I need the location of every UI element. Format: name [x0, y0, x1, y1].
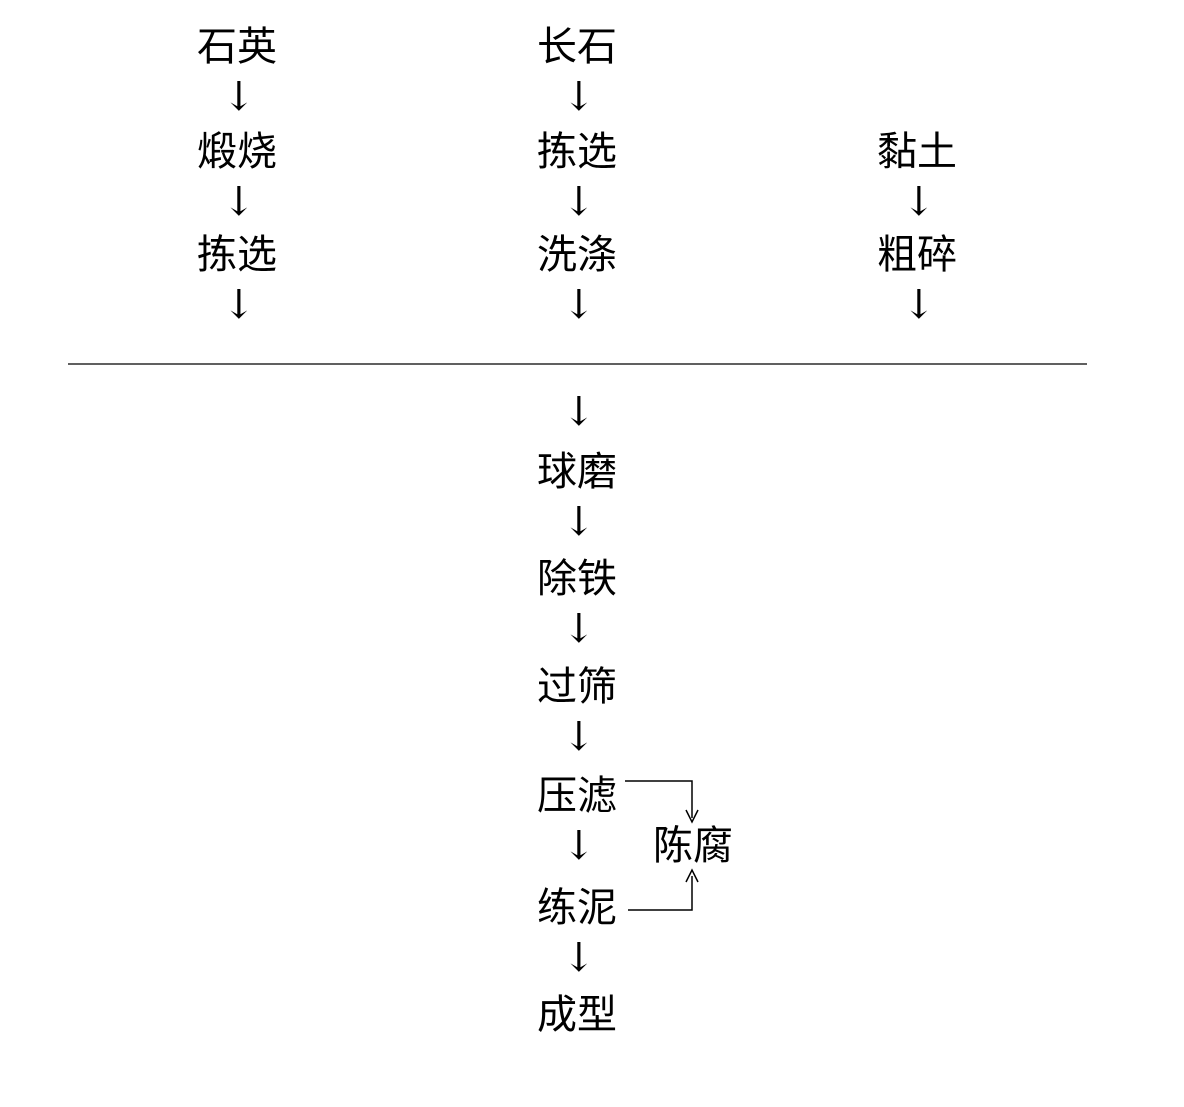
step-filter-pressing: 压滤	[537, 773, 617, 819]
step-feldspar-sorting: 拣选	[537, 129, 617, 175]
arrow-down-icon: ↓	[902, 179, 936, 225]
arrow-down-icon: ↓	[562, 823, 596, 869]
arrow-down-icon: ↓	[562, 714, 596, 760]
arrow-down-icon: ↓	[222, 282, 256, 328]
step-iron-removal: 除铁	[537, 556, 617, 602]
step-sieving: 过筛	[537, 664, 617, 710]
arrow-down-icon: ↓	[562, 606, 596, 652]
arrow-down-icon: ↓	[562, 179, 596, 225]
connector-pugging-to-aging	[628, 876, 693, 911]
step-quartz-sorting: 拣选	[197, 232, 277, 278]
step-coarse-crushing: 粗碎	[877, 232, 957, 278]
step-clay: 黏土	[877, 129, 957, 175]
step-calcination: 煅烧	[197, 129, 277, 175]
arrow-down-icon: ↓	[222, 179, 256, 225]
step-feldspar: 长石	[537, 24, 617, 70]
step-ball-milling: 球磨	[537, 449, 617, 495]
step-pugging: 练泥	[537, 885, 617, 931]
step-aging: 陈腐	[653, 823, 733, 869]
step-forming: 成型	[537, 992, 617, 1038]
step-washing: 洗涤	[537, 232, 617, 278]
arrow-down-icon: ↓	[562, 282, 596, 328]
arrow-down-icon: ↓	[902, 282, 936, 328]
arrowhead-up-icon	[685, 868, 699, 883]
step-quartz: 石英	[197, 24, 277, 70]
arrow-down-icon: ↓	[222, 74, 256, 120]
arrow-down-icon: ↓	[562, 499, 596, 545]
arrowhead-down-icon	[685, 809, 699, 824]
arrow-down-icon: ↓	[562, 389, 596, 435]
arrow-down-icon: ↓	[562, 74, 596, 120]
arrow-down-icon: ↓	[562, 935, 596, 981]
